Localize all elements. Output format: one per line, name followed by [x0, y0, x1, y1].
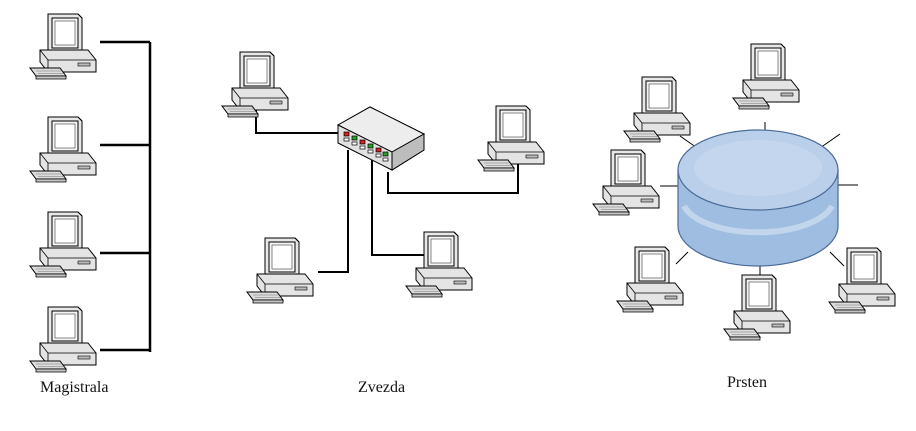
desktop-computer-icon — [592, 149, 660, 216]
desktop-computer-icon — [246, 237, 314, 304]
ring-hub-cylinder — [677, 129, 839, 267]
ring-spokes — [660, 122, 858, 282]
desktop-computer-icon — [828, 247, 896, 314]
desktop-computer-icon — [723, 274, 791, 341]
bus-backbone — [100, 40, 152, 352]
ring-topology-label: Prsten — [727, 374, 767, 391]
desktop-computer-icon — [29, 13, 97, 80]
star-topology — [221, 51, 545, 304]
desktop-computer-icon — [29, 116, 97, 183]
bus-topology-label: Magistrala — [40, 379, 109, 396]
desktop-computer-icon — [623, 76, 691, 143]
desktop-computer-icon — [405, 231, 473, 298]
desktop-computer-icon — [732, 43, 800, 110]
desktop-computer-icon — [477, 105, 545, 172]
ring-topology — [592, 43, 896, 341]
bus-topology — [29, 13, 152, 373]
desktop-computer-icon — [29, 306, 97, 373]
desktop-computer-icon — [616, 246, 684, 313]
desktop-computer-icon — [29, 211, 97, 278]
network-switch-icon — [336, 106, 426, 171]
star-topology-label: Zvezda — [358, 379, 406, 396]
desktop-computer-icon — [221, 51, 289, 118]
